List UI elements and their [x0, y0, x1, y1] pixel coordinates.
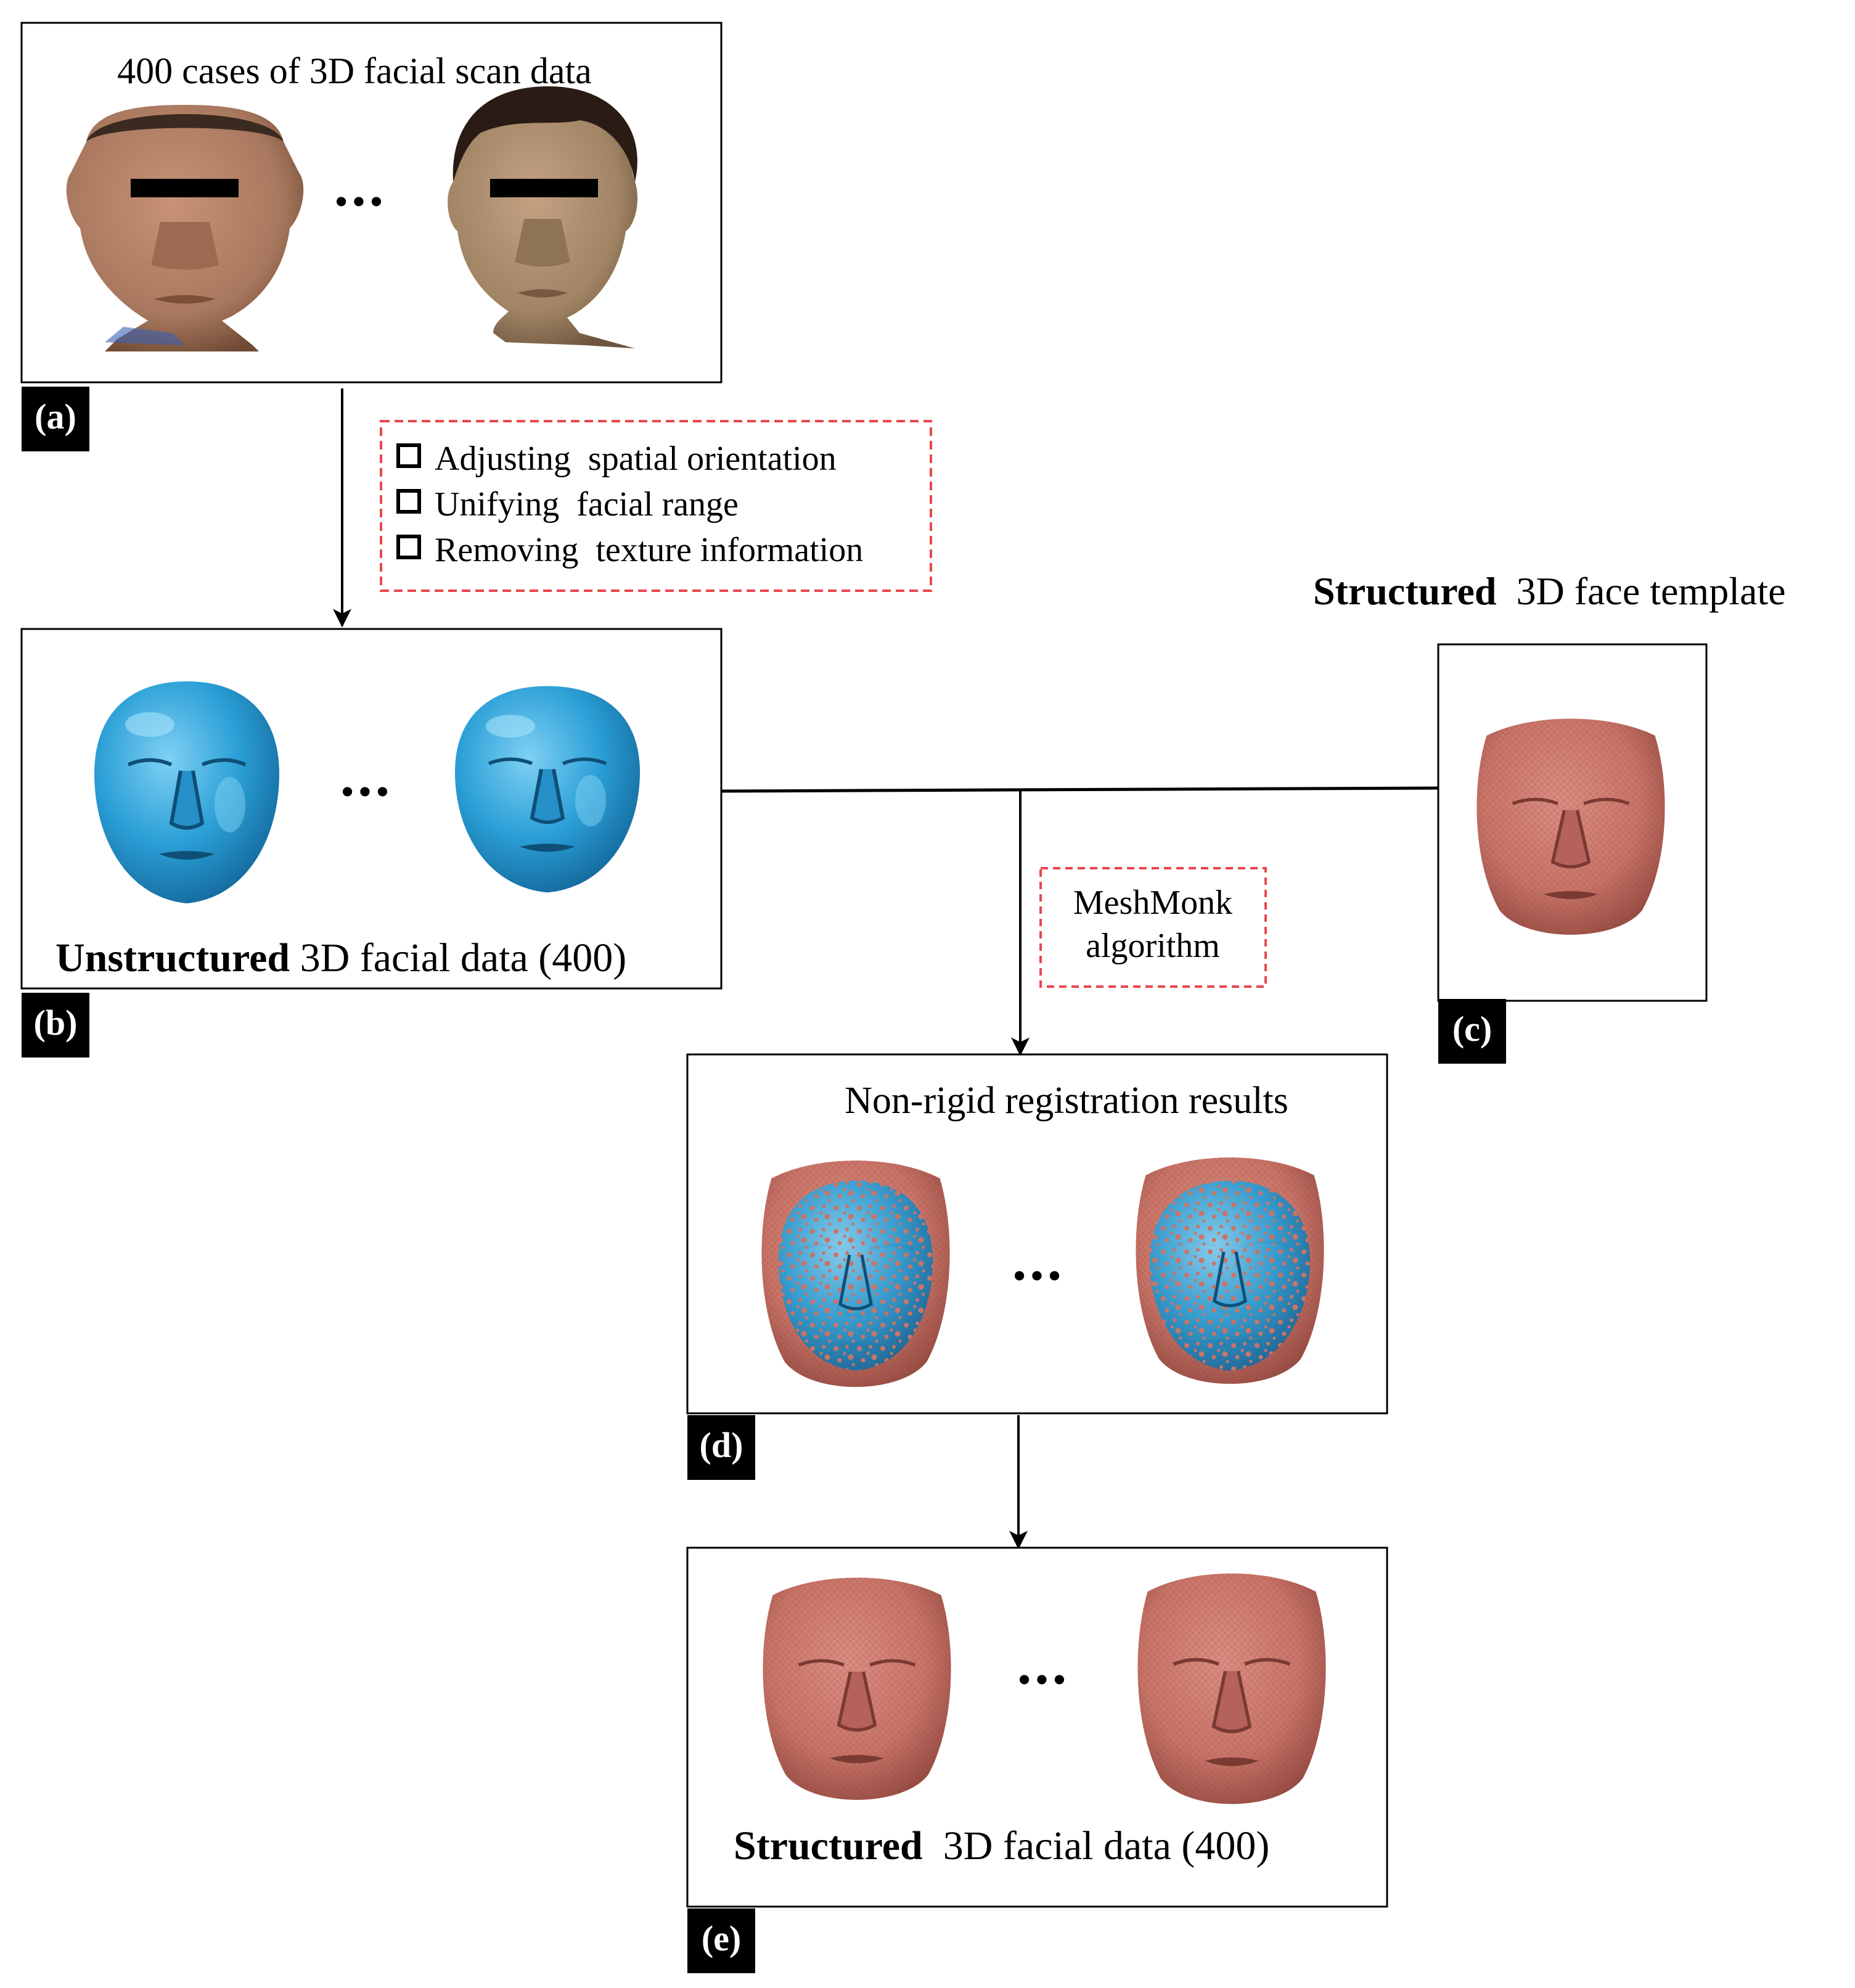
panel-a-title: 400 cases of 3D facial scan data: [117, 51, 592, 91]
preprocess-item-1: Adjusting spatial orientation: [396, 440, 837, 478]
checkbox-icon: [396, 489, 421, 514]
panel-a-tag: (a): [22, 387, 89, 451]
panel-d-tag: (d): [687, 1415, 755, 1480]
registered-face-2: [1136, 1157, 1324, 1384]
algorithm-line-1: MeshMonk: [1073, 884, 1232, 922]
connector-b-c: [721, 786, 1439, 793]
svg-text:Adjusting spatial orientation: Adjusting spatial orientation: [435, 440, 837, 478]
eye-censor-bar-1: [131, 179, 239, 197]
preprocess-item-2: Unifying facial range: [396, 485, 739, 524]
panel-e-caption: Structured 3D facial data (400): [734, 1823, 1269, 1868]
eye-censor-bar-2: [490, 179, 598, 197]
registered-face-1: [761, 1160, 949, 1387]
checkbox-icon: [396, 535, 421, 559]
svg-text:Removing texture information: Removing texture information: [435, 531, 863, 569]
face-photo-1: [66, 105, 304, 351]
panel-e-ellipsis: •••: [1017, 1657, 1070, 1701]
panel-d-title: Non-rigid registration results: [845, 1080, 1288, 1122]
panel-b-ellipsis: •••: [340, 770, 393, 813]
panel-c-tag: (c): [1438, 999, 1506, 1064]
face-photo-2: [448, 86, 638, 348]
panel-b-caption: Unstructured 3D facial data (400): [55, 935, 626, 980]
svg-text:(e): (e): [702, 1918, 741, 1958]
svg-text:(b): (b): [34, 1003, 78, 1043]
structured-face-2: [1137, 1574, 1325, 1804]
panel-d-ellipsis: •••: [1012, 1254, 1065, 1297]
panel-a-ellipsis: •••: [334, 179, 387, 223]
algorithm-line-2: algorithm: [1086, 927, 1220, 965]
svg-text:(c): (c): [1452, 1009, 1492, 1049]
panel-a: 400 cases of 3D facial scan data ••• (a): [20, 22, 723, 451]
panel-d: Non-rigid registration results ••• (d): [686, 1053, 1388, 1480]
panel-e-tag: (e): [687, 1908, 755, 1973]
structured-face-1: [763, 1577, 951, 1799]
preprocess-box: Adjusting spatial orientation Unifying f…: [380, 420, 932, 592]
svg-text:(a): (a): [35, 396, 76, 437]
preprocess-item-3: Removing texture information: [396, 531, 863, 569]
panel-c: Structured 3D face template (c): [1313, 569, 1786, 1064]
svg-text:Unifying facial range: Unifying facial range: [435, 485, 739, 524]
panel-b-tag: (b): [22, 993, 89, 1058]
panel-e: ••• Structured 3D facial data (400) (e): [686, 1546, 1388, 1973]
template-mesh-face: [1476, 718, 1665, 934]
algorithm-box: MeshMonk algorithm: [1039, 867, 1267, 988]
panel-c-title: Structured 3D face template: [1313, 569, 1786, 613]
panel-b: ••• Unstructured 3D facial data (400) (b…: [20, 628, 723, 1058]
checkbox-icon: [396, 443, 421, 468]
svg-text:(d): (d): [700, 1425, 743, 1465]
